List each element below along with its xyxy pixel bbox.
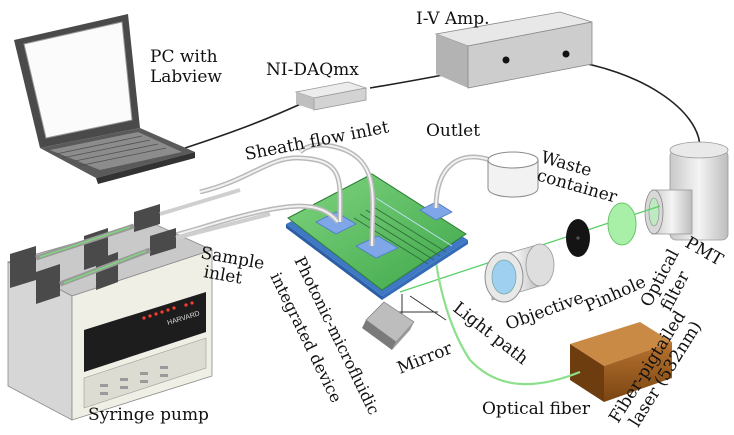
objective-lens: [484, 243, 555, 303]
label-outlet: Outlet: [426, 121, 480, 141]
label-pc-line1: PC with: [150, 47, 218, 67]
label-ni-daqmx: NI-DAQmx: [266, 60, 359, 80]
pinhole: [566, 219, 590, 257]
syringe-pump: HARVARD: [6, 188, 271, 421]
label-pc-line2: Labview: [150, 67, 222, 87]
optical-fiber: [434, 261, 581, 386]
photonic-microfluidic-device: [286, 173, 468, 300]
optical-filter: [607, 202, 637, 246]
label-pinhole: Pinhole: [582, 272, 649, 317]
mirror: [362, 301, 415, 350]
label-iv-amp: I-V Amp.: [416, 9, 490, 29]
display-digits: [142, 301, 194, 320]
tubing-highlight: [171, 144, 491, 247]
iv-amplifier: [434, 11, 593, 89]
pmt-detector: [644, 141, 729, 241]
waste-container: [487, 151, 539, 198]
label-light-path: Light path: [449, 298, 532, 369]
label-syringe-pump: Syringe pump: [88, 405, 209, 425]
label-mirror: Mirror: [394, 338, 456, 378]
label-optical-fiber: Optical fiber: [482, 399, 591, 419]
laptop-pc: [14, 14, 195, 184]
light-path-lines: [398, 294, 447, 321]
ni-daq-box: [294, 81, 368, 111]
fiber-pigtailed-laser: [570, 322, 672, 402]
